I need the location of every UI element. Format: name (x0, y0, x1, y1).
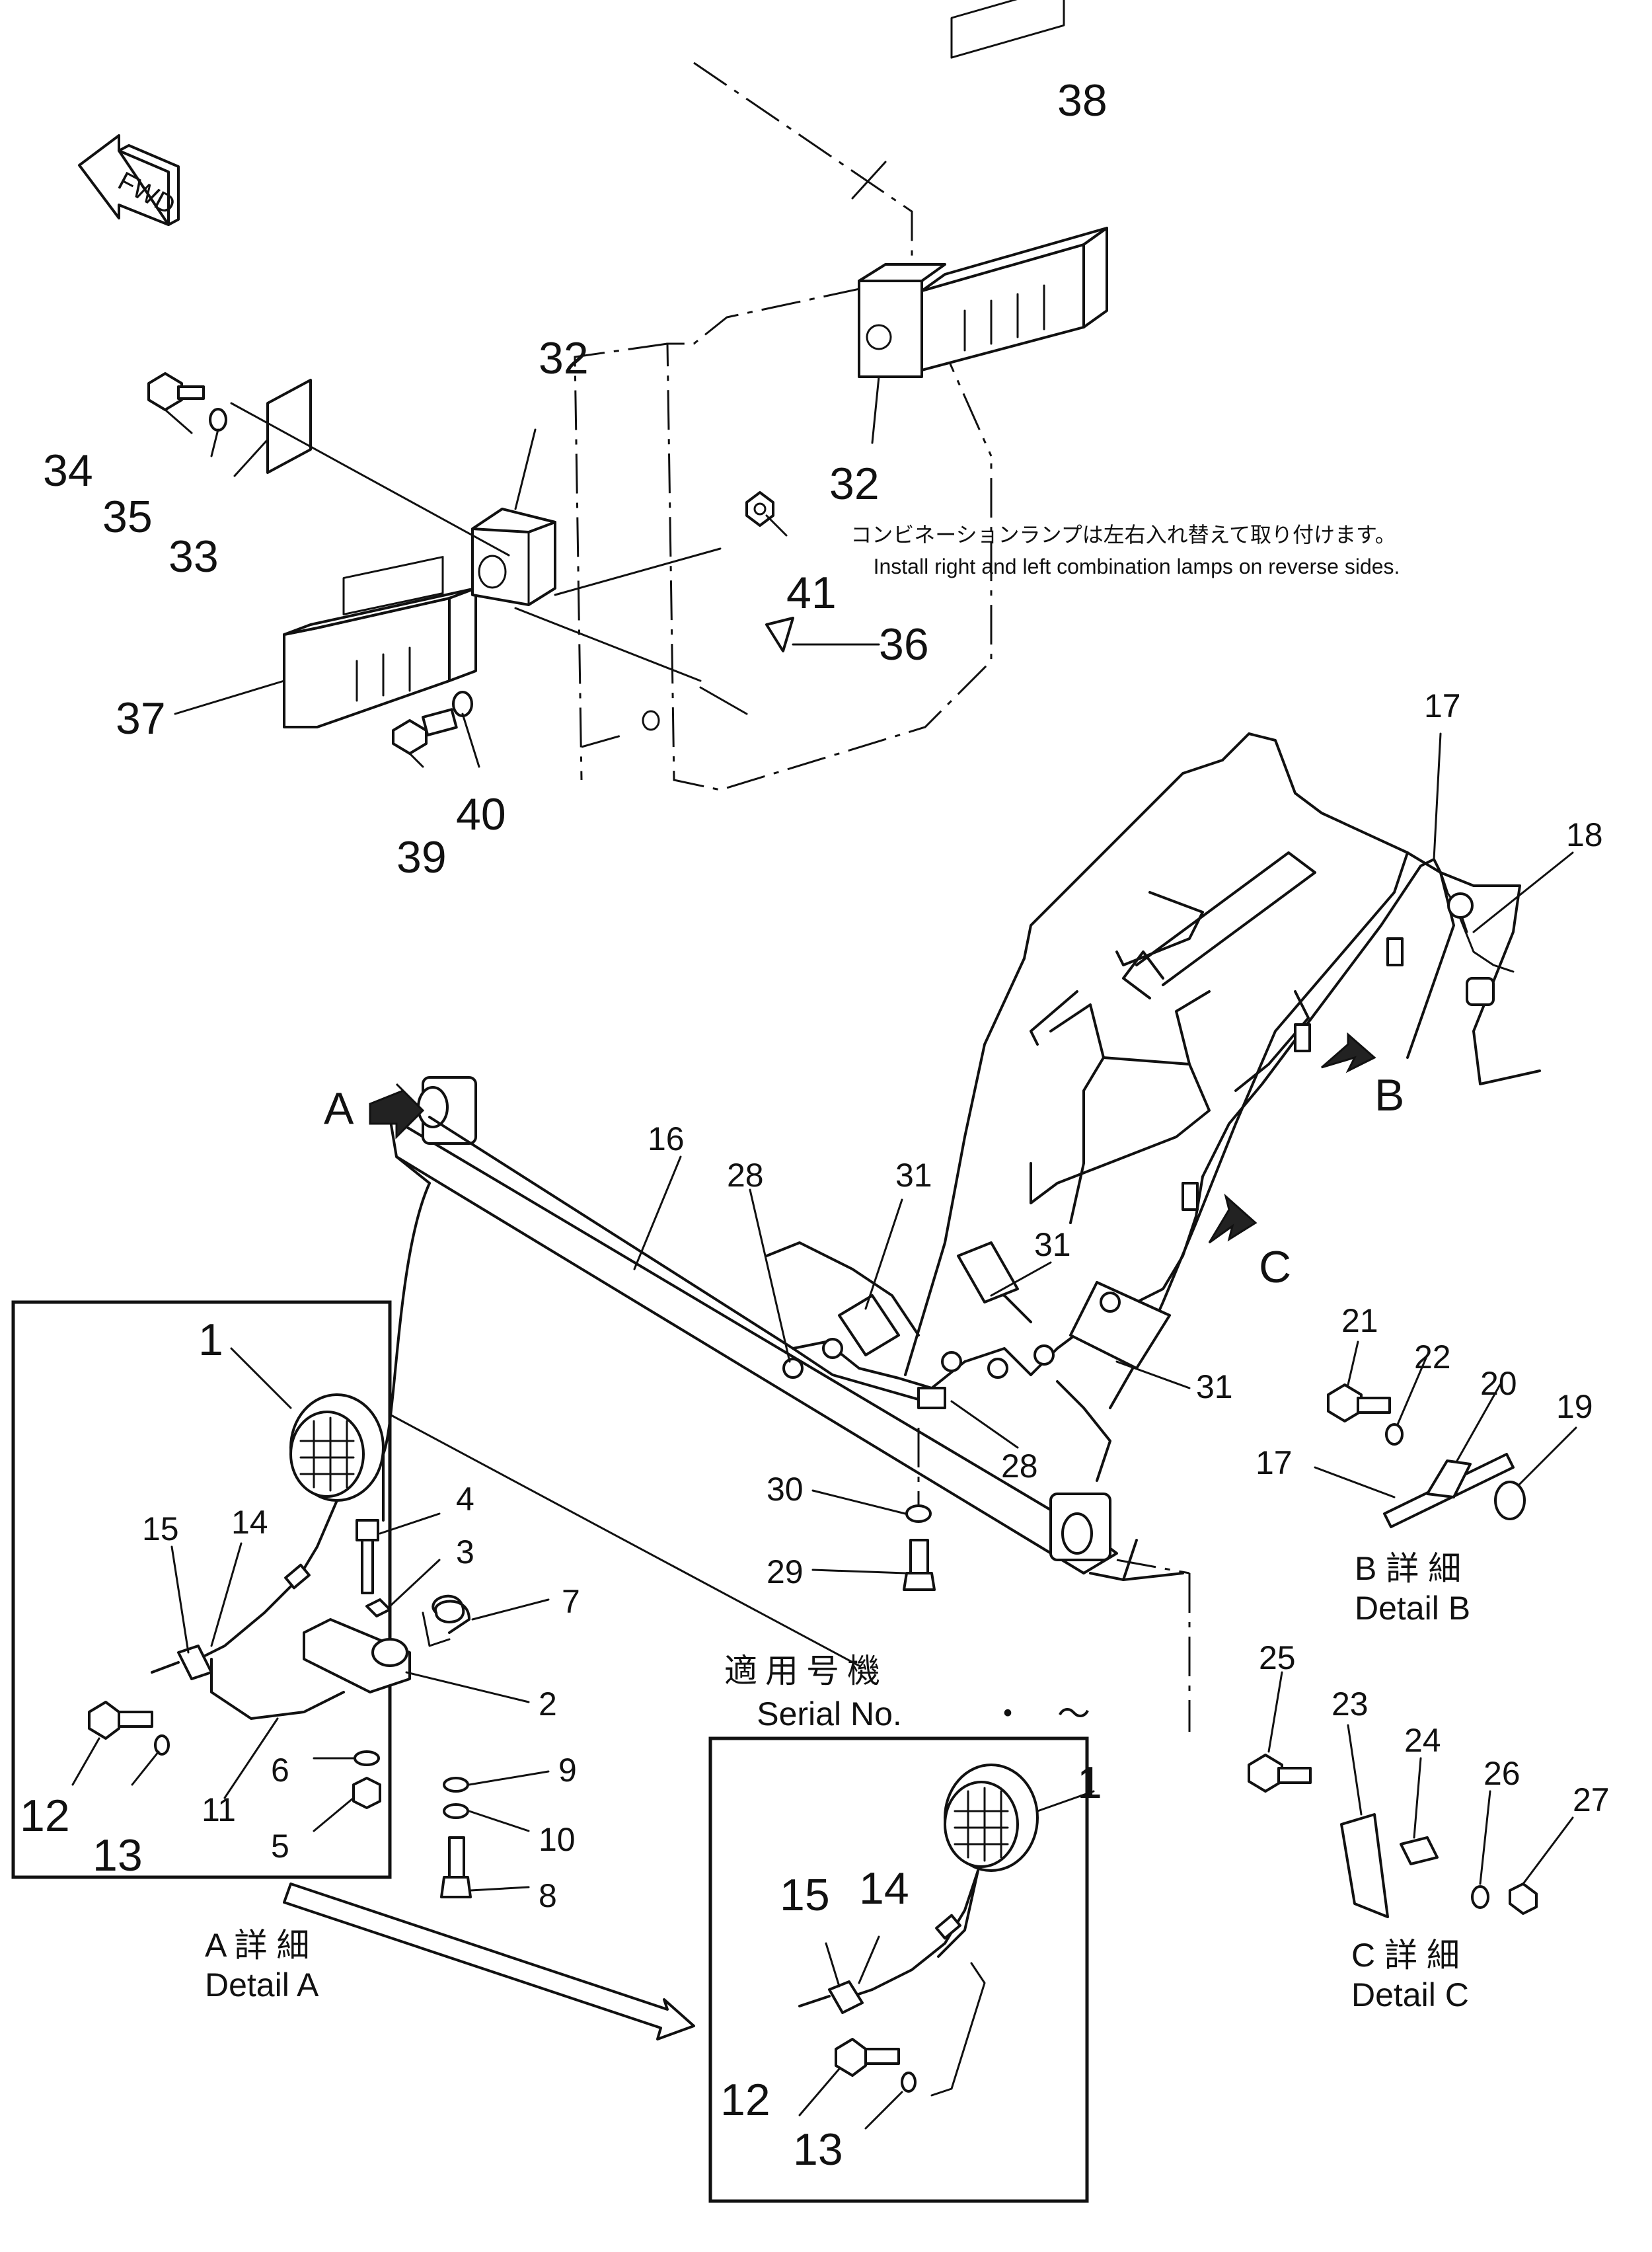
callout-1-detail-a: 1 (198, 1315, 223, 1365)
callout-33: 33 (169, 531, 219, 582)
washer-35 (209, 408, 227, 432)
detail-c-parts (1248, 1671, 1574, 1918)
detail-a2-frame (708, 1736, 1089, 2203)
detail-b-en: Detail B (1355, 1590, 1470, 1627)
callout-25: 25 (1259, 1639, 1296, 1676)
bolt-39 (392, 708, 458, 755)
callout-31-top: 31 (895, 1157, 932, 1194)
callout-28-top: 28 (727, 1157, 764, 1194)
callout-27: 27 (1573, 1781, 1610, 1818)
detail-a-ja: A 詳 細 (205, 1927, 309, 1964)
serial-ja: 適用号機 (724, 1652, 888, 1689)
callout-2: 2 (539, 1686, 557, 1723)
callout-12-detail-a: 12 (20, 1791, 70, 1841)
detail-b-parts (1314, 1340, 1577, 1528)
cab-outline (574, 61, 993, 791)
callout-26: 26 (1483, 1755, 1521, 1792)
combination-lamp-right (858, 0, 1108, 378)
callout-15-frame: 15 (780, 1870, 830, 1920)
callout-17-top: 17 (1424, 687, 1461, 724)
combination-lamp-left (283, 556, 477, 728)
detail-b-ja: B 詳 細 (1355, 1550, 1461, 1587)
callout-19: 19 (1556, 1388, 1593, 1425)
callout-37: 37 (116, 693, 166, 744)
detail-a2-parts (798, 1764, 1095, 2130)
callouts: 38 32 32 34 35 33 41 36 37 40 39 17 18 1… (20, 75, 1610, 2175)
callout-15-detail-a: 15 (142, 1510, 179, 1547)
callout-9: 9 (558, 1752, 577, 1789)
stud-bolt (581, 710, 660, 748)
serial-label: Serial No. (757, 1695, 902, 1732)
detail-c-ja: C 詳 細 (1351, 1937, 1460, 1974)
callout-1-frame: 1 (1077, 1758, 1102, 1808)
callout-24: 24 (1404, 1722, 1441, 1759)
detail-a-en: Detail A (205, 1966, 319, 2003)
callout-3: 3 (456, 1534, 474, 1571)
callout-31-mid: 31 (1034, 1226, 1071, 1263)
callout-14-frame: 14 (859, 1863, 909, 1914)
note-en: Install right and left combination lamps… (874, 555, 1400, 578)
callout-29: 29 (767, 1553, 804, 1590)
callout-21: 21 (1341, 1302, 1378, 1339)
serial-range: ・ ～ (991, 1695, 1090, 1732)
callout-38: 38 (1057, 75, 1108, 126)
callout-23: 23 (1332, 1686, 1369, 1723)
callout-10: 10 (539, 1821, 576, 1858)
detail-arrow (283, 1883, 695, 2040)
arrow-label-c: C (1259, 1242, 1291, 1292)
arrow-label-a: A (324, 1083, 354, 1134)
note-ja: コンビネーションランプは左右入れ替えて取り付けます。 (850, 523, 1396, 547)
arrow-a-icon (369, 1083, 425, 1140)
callout-41: 41 (786, 568, 837, 618)
fwd-arrow-icon: FWD (78, 134, 180, 226)
callout-34: 34 (43, 446, 93, 496)
callout-18: 18 (1566, 816, 1603, 853)
callout-16: 16 (648, 1120, 685, 1157)
plate-33 (266, 379, 312, 474)
arrow-c-icon (1208, 1193, 1258, 1244)
callout-31-right: 31 (1196, 1368, 1233, 1405)
callout-32-top: 32 (539, 333, 589, 383)
fwd-label: FWD (113, 167, 180, 221)
callout-36: 36 (879, 619, 929, 670)
callout-6: 6 (271, 1752, 289, 1789)
callout-11: 11 (202, 1791, 236, 1828)
nut-41 (745, 491, 774, 527)
blade-assembly (369, 732, 1574, 1732)
callout-8: 8 (539, 1877, 557, 1914)
reflector-36 (765, 617, 794, 652)
arrow-label-b: B (1374, 1070, 1404, 1120)
callout-35: 35 (102, 492, 153, 542)
leaders-top (164, 161, 887, 768)
callout-5: 5 (271, 1828, 289, 1865)
callout-12-frame: 12 (720, 2075, 770, 2125)
callout-32-right: 32 (829, 459, 880, 509)
callout-22: 22 (1414, 1339, 1451, 1376)
callout-4: 4 (456, 1481, 474, 1518)
callout-13-frame: 13 (793, 2124, 843, 2175)
callout-7: 7 (562, 1583, 580, 1620)
washer-40 (452, 691, 473, 717)
callout-40: 40 (456, 789, 506, 839)
callout-14-detail-a: 14 (231, 1504, 268, 1541)
detail-a-parts (71, 1347, 550, 1898)
callout-30: 30 (767, 1471, 804, 1508)
detail-c-en: Detail C (1351, 1976, 1469, 2013)
detail-a-frame (11, 1300, 392, 1879)
callout-39: 39 (396, 832, 447, 882)
arrow-b-icon (1321, 1032, 1376, 1073)
callout-20: 20 (1480, 1365, 1517, 1402)
callout-13-detail-a: 13 (93, 1830, 143, 1881)
callout-17-detail-b: 17 (1256, 1444, 1293, 1481)
bolt-34 (147, 372, 205, 411)
callout-28-bottom: 28 (1001, 1448, 1038, 1485)
lamp-bracket-32 (471, 508, 556, 606)
